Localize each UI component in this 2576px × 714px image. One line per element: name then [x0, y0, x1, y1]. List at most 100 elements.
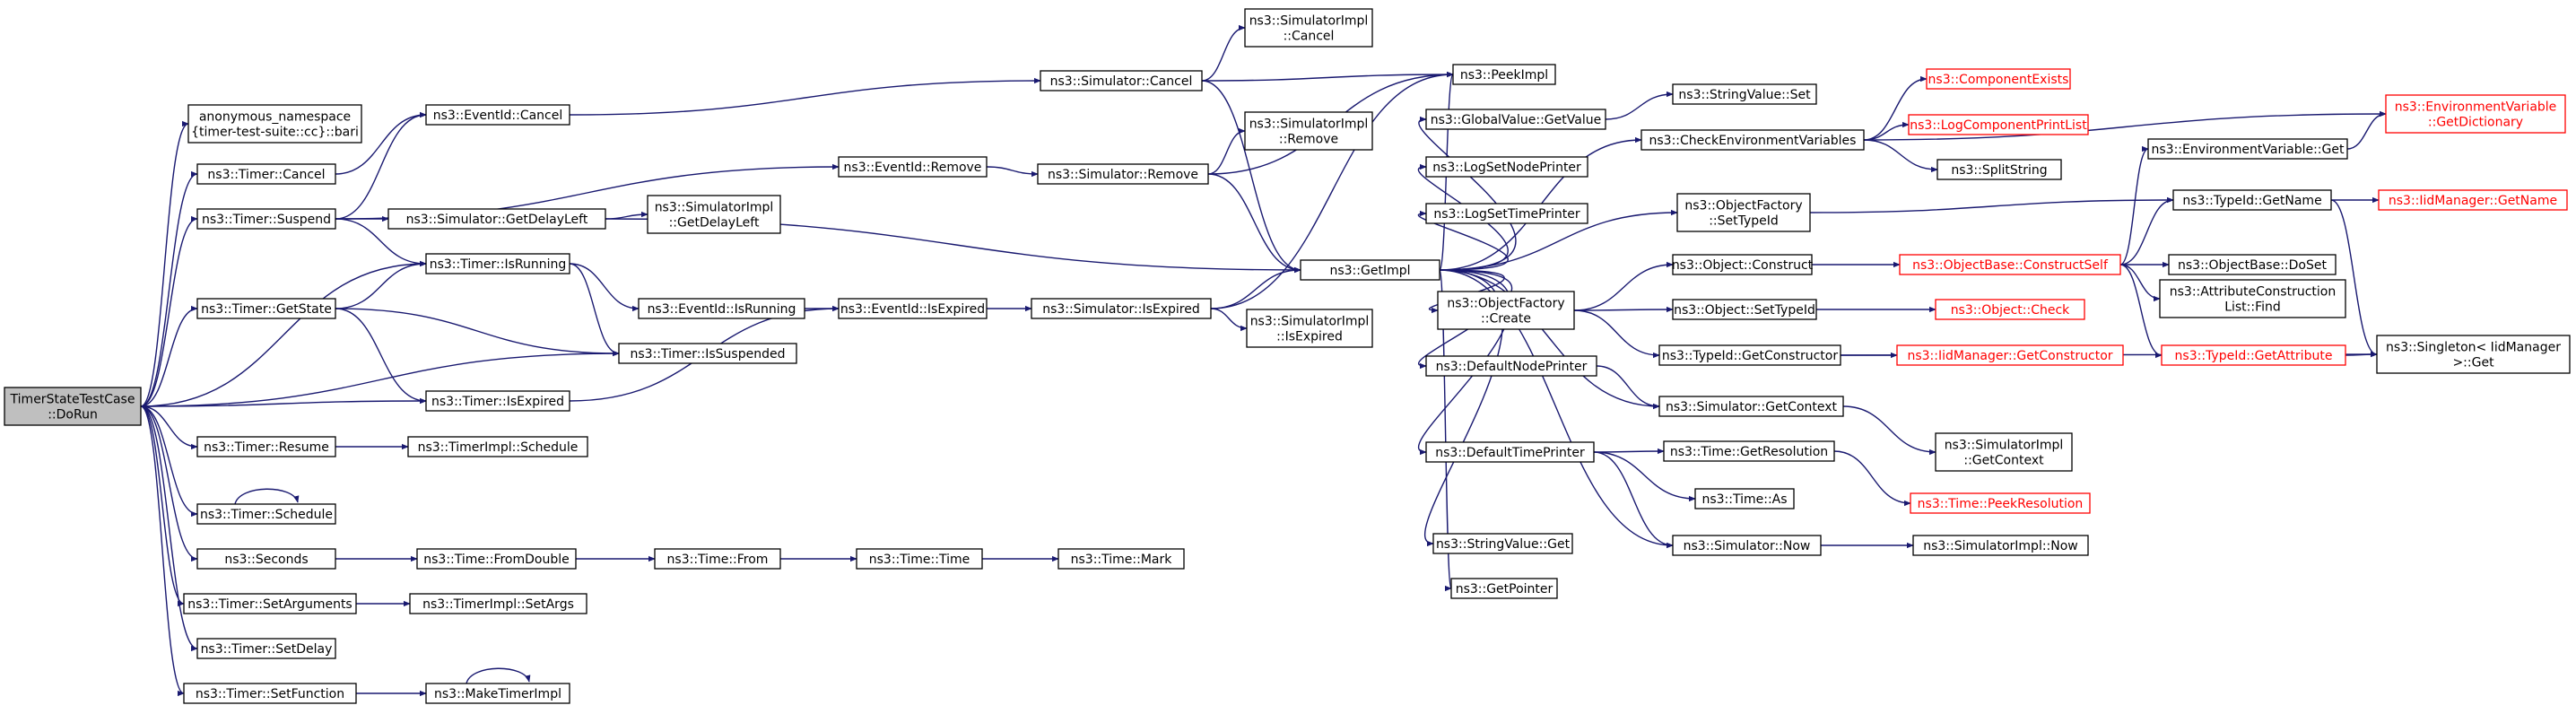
node-tsetdelay[interactable]: ns3::Timer::SetDelay	[196, 638, 336, 659]
edge-evremove-to-simremove	[986, 166, 1039, 178]
node-timeas[interactable]: ns3::Time::As	[1694, 488, 1795, 509]
node-label: ns3::MakeTimerImpl	[434, 687, 561, 701]
node-box	[1672, 254, 1813, 275]
node-tsetargs[interactable]: ns3::Timer::SetArguments	[183, 593, 357, 614]
node-timplargs[interactable]: ns3::TimerImpl::SetArgs	[409, 593, 587, 614]
edge-maketimer-to-maketimer	[466, 667, 531, 684]
edge-getimpl-to-logtime	[1417, 210, 1509, 271]
node-simcancel[interactable]: ns3::Simulator::Cancel	[1040, 70, 1203, 91]
node-simimplisexp[interactable]: ns3::SimulatorImpl::IsExpired	[1246, 309, 1373, 348]
node-label: ns3::Timer::Resume	[204, 440, 329, 455]
node-tcancel[interactable]: ns3::Timer::Cancel	[196, 163, 336, 185]
node-box	[1057, 548, 1185, 570]
edge-tsuspend-to-evcancel	[335, 111, 427, 220]
node-box	[407, 436, 588, 457]
node-bari[interactable]: anonymous_namespace{timer-test-suite::cc…	[187, 104, 362, 144]
node-evisexp[interactable]: ns3::EventId::IsExpired	[838, 298, 988, 319]
node-simimplctx[interactable]: ns3::SimulatorImpl::GetContext	[1935, 432, 2073, 472]
edge-deftime-to-simnow	[1593, 451, 1674, 549]
node-simgetdelay[interactable]: ns3::Simulator::GetDelayLeft	[387, 208, 606, 230]
node-seconds[interactable]: ns3::Seconds	[196, 548, 336, 570]
node-compexists[interactable]: ns3::ComponentExists	[1926, 68, 2071, 90]
node-logtime[interactable]: ns3::LogSetTimePrinter	[1425, 203, 1588, 224]
node-fromdouble[interactable]: ns3::Time::FromDouble	[416, 548, 577, 570]
node-svget[interactable]: ns3::StringValue::Get	[1432, 533, 1573, 554]
node-label: ns3::LogSetNodePrinter	[1432, 161, 1581, 175]
node-label: ns3::SimulatorImpl	[1250, 315, 1370, 329]
node-tresume[interactable]: ns3::Timer::Resume	[196, 436, 336, 457]
node-singleton[interactable]: ns3::Singleton< IidManager>::Get	[2376, 335, 2571, 374]
node-lognode[interactable]: ns3::LogSetNodePrinter	[1425, 156, 1588, 178]
node-box	[1899, 254, 2121, 275]
node-timemark[interactable]: ns3::Time::Mark	[1057, 548, 1185, 570]
node-simisexp[interactable]: ns3::Simulator::IsExpired	[1031, 298, 1212, 319]
node-evremove[interactable]: ns3::EventId::Remove	[838, 156, 988, 178]
node-gvgetvalue[interactable]: ns3::GlobalValue::GetValue	[1425, 109, 1606, 130]
node-objsettypeid[interactable]: ns3::Object::SetTypeId	[1672, 299, 1817, 320]
node-evisrunning[interactable]: ns3::EventId::IsRunning	[638, 298, 805, 319]
node-timplsched[interactable]: ns3::TimerImpl::Schedule	[407, 436, 588, 457]
node-maketimer[interactable]: ns3::MakeTimerImpl	[425, 683, 570, 704]
node-label: ns3::ComponentExists	[1928, 73, 2069, 87]
node-iidgetctor[interactable]: ns3::IidManager::GetConstructor	[1896, 344, 2124, 366]
node-getpointer[interactable]: ns3::GetPointer	[1450, 578, 1558, 599]
node-simgetctx[interactable]: ns3::Simulator::GetContext	[1658, 396, 1844, 417]
node-tisexp[interactable]: ns3::Timer::IsExpired	[425, 390, 570, 412]
node-label: ns3::PeekImpl	[1460, 68, 1548, 83]
node-splitstring[interactable]: ns3::SplitString	[1936, 159, 2062, 180]
node-simremove[interactable]: ns3::Simulator::Remove	[1037, 163, 1209, 185]
node-simimpldelay[interactable]: ns3::SimulatorImpl::GetDelayLeft	[647, 195, 781, 234]
node-obdoset[interactable]: ns3::ObjectBase::DoSet	[2168, 254, 2337, 275]
node-defnode[interactable]: ns3::DefaultNodePrinter	[1425, 355, 1597, 377]
node-envget[interactable]: ns3::EnvironmentVariable::Get	[2147, 138, 2348, 160]
node-evcancel[interactable]: ns3::EventId::Cancel	[425, 104, 570, 126]
node-simimplnow[interactable]: ns3::SimulatorImpl::Now	[1912, 535, 2089, 556]
node-timetime[interactable]: ns3::Time::Time	[856, 548, 983, 570]
edge-obconstructself-to-tidgetattr	[2119, 264, 2163, 359]
edge-defnode-to-simgetctx	[1596, 365, 1660, 410]
node-label: ns3::TimerImpl::SetArgs	[422, 597, 574, 612]
node-tgetstate[interactable]: ns3::Timer::GetState	[196, 298, 336, 319]
edge-simcancel-to-peekimpl	[1201, 71, 1454, 82]
node-label: ns3::GetImpl	[1329, 264, 1410, 278]
node-simimplcancel[interactable]: ns3::SimulatorImpl::Cancel	[1244, 8, 1373, 48]
node-objcheck[interactable]: ns3::Object::Check	[1935, 299, 2085, 320]
node-checkenv[interactable]: ns3::CheckEnvironmentVariables	[1640, 129, 1865, 151]
node-objconstruct[interactable]: ns3::Object::Construct	[1672, 254, 1814, 275]
node-envdict[interactable]: ns3::EnvironmentVariable::GetDictionary	[2385, 94, 2566, 134]
edge-tgetstate-to-tisexp	[335, 308, 427, 405]
node-label: ns3::Simulator::IsExpired	[1042, 302, 1200, 317]
node-root[interactable]: TimerStateTestCase::DoRun	[4, 387, 142, 426]
node-ofcreate[interactable]: ns3::ObjectFactory::Create	[1437, 291, 1575, 330]
node-logprintlist[interactable]: ns3::LogComponentPrintList	[1908, 114, 2089, 135]
node-iidgetname[interactable]: ns3::IidManager::GetName	[2378, 189, 2568, 211]
node-tisrunning[interactable]: ns3::Timer::IsRunning	[425, 253, 570, 274]
node-svset[interactable]: ns3::StringValue::Set	[1672, 83, 1817, 105]
node-deftime[interactable]: ns3::DefaultTimePrinter	[1425, 441, 1595, 463]
node-label: {timer-test-suite::cc}::bari	[191, 126, 359, 140]
edge-root-to-tresume	[140, 405, 198, 450]
node-tidgetname[interactable]: ns3::TypeId::GetName	[2172, 189, 2332, 211]
node-peekres[interactable]: ns3::Time::PeekResolution	[1910, 492, 2091, 514]
node-label: ::Cancel	[1284, 30, 1335, 44]
node-label: ns3::Seconds	[224, 553, 308, 567]
node-tsetfunc[interactable]: ns3::Timer::SetFunction	[183, 683, 357, 704]
node-tsuspend[interactable]: ns3::Timer::Suspend	[196, 208, 336, 230]
node-tidgetattr[interactable]: ns3::TypeId::GetAttribute	[2161, 344, 2346, 366]
node-simimplremove[interactable]: ns3::SimulatorImpl::Remove	[1244, 111, 1373, 151]
node-label: ns3::SimulatorImpl	[1249, 14, 1369, 29]
node-tschedule[interactable]: ns3::Timer::Schedule	[196, 503, 336, 525]
node-simnow[interactable]: ns3::Simulator::Now	[1672, 535, 1822, 556]
node-tidgetctor[interactable]: ns3::TypeId::GetConstructor	[1658, 344, 1841, 366]
node-box	[187, 104, 362, 144]
node-oftypeid[interactable]: ns3::ObjectFactory::SetTypeId	[1676, 193, 1811, 232]
node-tissusp[interactable]: ns3::Timer::IsSuspended	[618, 343, 797, 364]
node-label: ns3::Time::PeekResolution	[1918, 497, 2084, 511]
node-peekimpl[interactable]: ns3::PeekImpl	[1452, 64, 1556, 85]
node-timefrom[interactable]: ns3::Time::From	[654, 548, 781, 570]
node-obconstructself[interactable]: ns3::ObjectBase::ConstructSelf	[1899, 254, 2121, 275]
edge-tisrunning-to-evisrunning	[569, 263, 640, 312]
node-getimpl[interactable]: ns3::GetImpl	[1300, 259, 1440, 281]
node-timegetres[interactable]: ns3::Time::GetResolution	[1663, 440, 1835, 462]
